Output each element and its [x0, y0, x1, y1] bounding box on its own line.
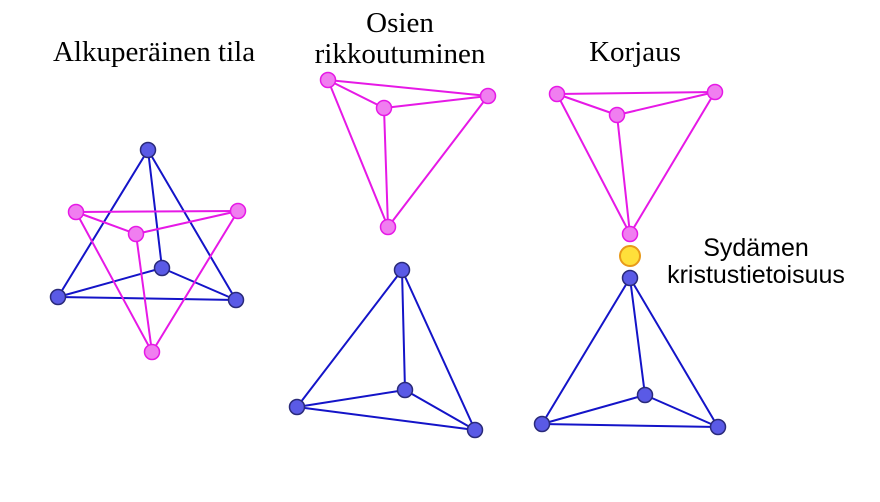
fracture-blue-tetrahedron — [296, 269, 476, 431]
heart-consciousness-label: Sydämen kristustietoisuus — [640, 235, 872, 289]
fracture-blue-node — [466, 421, 484, 439]
original-pink-node — [127, 225, 145, 243]
heart-label-line2: kristustietoisuus — [667, 261, 845, 289]
fracture-label: Osien rikkoutuminen — [290, 7, 510, 71]
fracture-pink-node — [319, 71, 337, 89]
repair-figure — [533, 83, 727, 436]
heart-label-line1: Sydämen — [703, 234, 809, 262]
original-pink-node — [143, 343, 161, 361]
repair-pink-node — [621, 225, 639, 243]
original-pink-node — [229, 202, 247, 220]
original-blue-node — [49, 288, 67, 306]
repair-pink-node — [706, 83, 724, 101]
repair-blue-tetrahedron — [541, 277, 719, 428]
original-state-figure — [49, 141, 247, 361]
original-blue-node — [139, 141, 157, 159]
repair-blue-node — [533, 415, 551, 433]
repair-blue-node — [621, 269, 639, 287]
repair-pink-node — [548, 85, 566, 103]
fracture-label-line1: Osien — [366, 7, 434, 39]
fracture-pink-node — [375, 99, 393, 117]
original-blue-node — [153, 259, 171, 277]
original-state-text: Alkuperäinen tila — [52, 36, 256, 68]
repair-pink-tetrahedron — [556, 91, 716, 235]
fracture-pink-node — [379, 218, 397, 236]
original-blue-node — [227, 291, 245, 309]
fracture-pink-tetrahedron — [327, 79, 489, 228]
original-pink-tetrahedron — [75, 210, 239, 353]
original-pink-node — [67, 203, 85, 221]
repair-blue-node — [636, 386, 654, 404]
repair-label: Korjaus — [560, 36, 710, 68]
original-state-label: Alkuperäinen tila — [34, 36, 274, 68]
repair-text: Korjaus — [589, 36, 681, 68]
fracture-label-line2: rikkoutuminen — [314, 38, 486, 71]
repair-blue-node — [709, 418, 727, 436]
fracture-blue-node — [393, 261, 411, 279]
fracture-blue-node — [396, 381, 414, 399]
fracture-blue-node — [288, 398, 306, 416]
repair-pink-node — [608, 106, 626, 124]
fracture-pink-node — [479, 87, 497, 105]
heart-node — [619, 245, 641, 267]
original-blue-tetrahedron — [57, 149, 237, 301]
fracture-figure — [288, 71, 497, 439]
